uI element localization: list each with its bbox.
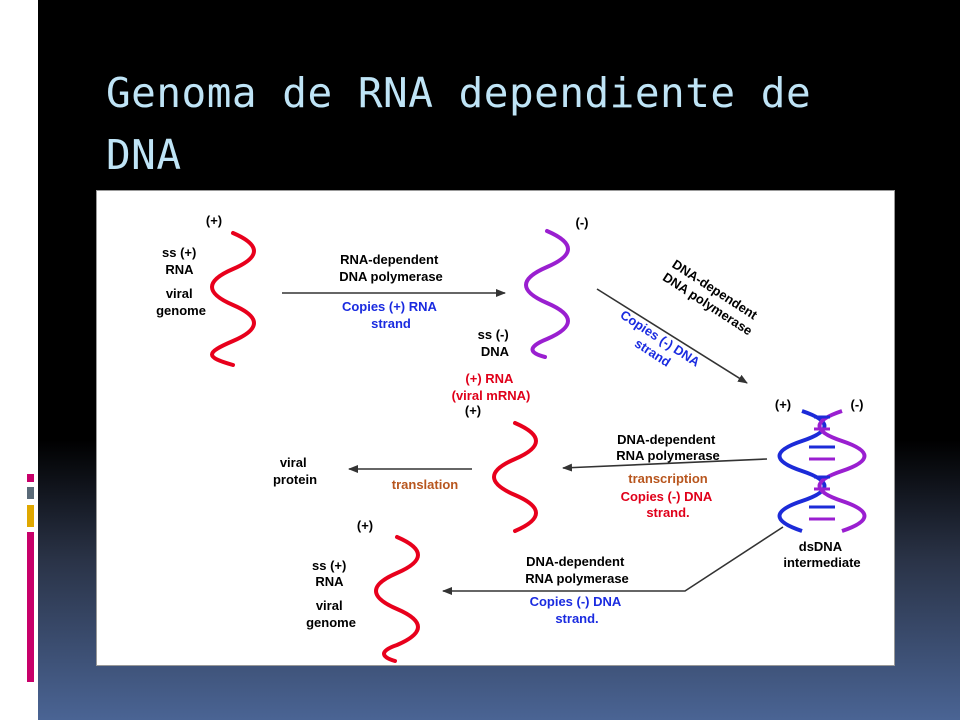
ss-minus-dna-strand [524,229,570,359]
ss-plus-rna-top-label: genome [156,303,206,318]
ss-plus-rna-bottom-label: viral [316,598,343,613]
mrna-label: (+) RNA [465,371,514,386]
dsdna-label: dsDNA [799,539,843,554]
step3-enzyme: DNA-dependent [617,432,716,447]
arrow-step2 [596,288,748,384]
ss-plus-rna-bottom-sign: (+) [357,518,373,533]
svg-text:ss (+) RNA viral g: ss (+) RNA viral genome [306,558,356,630]
accent-stripe-gray [27,487,34,499]
svg-text:(+) RNA (viral mRNA): (+) RNA (viral mRNA) [452,371,531,403]
step4-note: Copies (-) DNA [530,594,622,609]
ss-plus-rna-top-label: RNA [165,262,194,277]
ss-minus-dna-label: DNA [481,344,510,359]
step3-note: Copies (-) DNA [621,489,713,504]
step3-process: transcription [628,471,708,486]
dsdna-helix [777,409,867,533]
svg-text:DNA-dependent DNA polyme: DNA-dependent DNA polymerase [660,256,764,338]
replication-diagram-svg: (+) ss (+) RNA viral genome RNA-dependen… [156,213,867,663]
svg-text:RNA-dependent DNA polymera: RNA-dependent DNA polymerase [339,252,443,284]
mrna-label: (viral mRNA) [452,388,531,403]
step3-note: strand. [646,505,689,520]
mrna-sign: (+) [465,403,481,418]
step4-note: strand. [555,611,598,626]
dsdna-plus-sign: (+) [775,397,791,412]
accent-stripe-magenta [27,532,34,682]
step1-note: strand [371,316,411,331]
svg-text:Copies (+) RNA strand: Copies (+) RNA strand [342,299,440,331]
ss-minus-dna-sign: (-) [576,215,589,230]
mrna-strand [492,421,538,533]
viral-protein-label: viral [280,455,307,470]
svg-text:dsDNA intermediate: dsDNA intermediate [783,539,860,570]
dsdna-minus-sign: (-) [851,397,864,412]
svg-text:Copies (-) DNA strand.: Copies (-) DNA strand. [621,489,716,520]
ss-plus-rna-bottom-label: genome [306,615,356,630]
ss-plus-rna-top-sign: (+) [206,213,222,228]
viral-protein-label: protein [273,472,317,487]
svg-text:ss (+) RNA viral g: ss (+) RNA viral genome [156,245,206,318]
svg-text:ss (-) DNA: ss (-) DNA [478,327,513,359]
ss-plus-rna-top-strand [210,231,256,367]
ss-minus-dna-label: ss (-) [478,327,509,342]
step4-enzyme: DNA-dependent [526,554,625,569]
step1-enzyme: RNA-dependent [340,252,439,267]
ss-plus-rna-bottom-strand [374,535,420,663]
svg-text:viral protein: viral protein [273,455,317,487]
arrow-step4 [442,526,784,595]
step1-note: Copies (+) RNA [342,299,438,314]
ss-plus-rna-top-label: viral [166,286,193,301]
ss-plus-rna-bottom-label: ss (+) [312,558,346,573]
step3-enzyme: RNA polymerase [616,448,720,463]
accent-stripe-magenta-top [27,474,34,482]
dsdna-minus-strand [817,409,867,533]
replication-diagram: (+) ss (+) RNA viral genome RNA-dependen… [96,190,895,666]
arrow-step3 [562,458,768,472]
accent-stripe-gold [27,505,34,527]
slide-title: Genoma de RNA dependiente de DNA [106,69,812,179]
ss-plus-rna-top-label: ss (+) [162,245,196,260]
svg-text:DNA-dependent RNA polymera: DNA-dependent RNA polymerase [525,554,629,586]
svg-text:Copies (-) DNA strand: Copies (-) DNA strand [609,307,705,385]
step4-enzyme: RNA polymerase [525,571,629,586]
svg-text:Copies (-) DNA strand.: Copies (-) DNA strand. [530,594,625,626]
svg-text:DNA-dependent RNA polymera: DNA-dependent RNA polymerase [616,432,720,463]
translation-label: translation [392,477,459,492]
ss-plus-rna-bottom-label: RNA [315,574,344,589]
step1-enzyme: DNA polymerase [339,269,443,284]
dsdna-label: intermediate [783,555,860,570]
